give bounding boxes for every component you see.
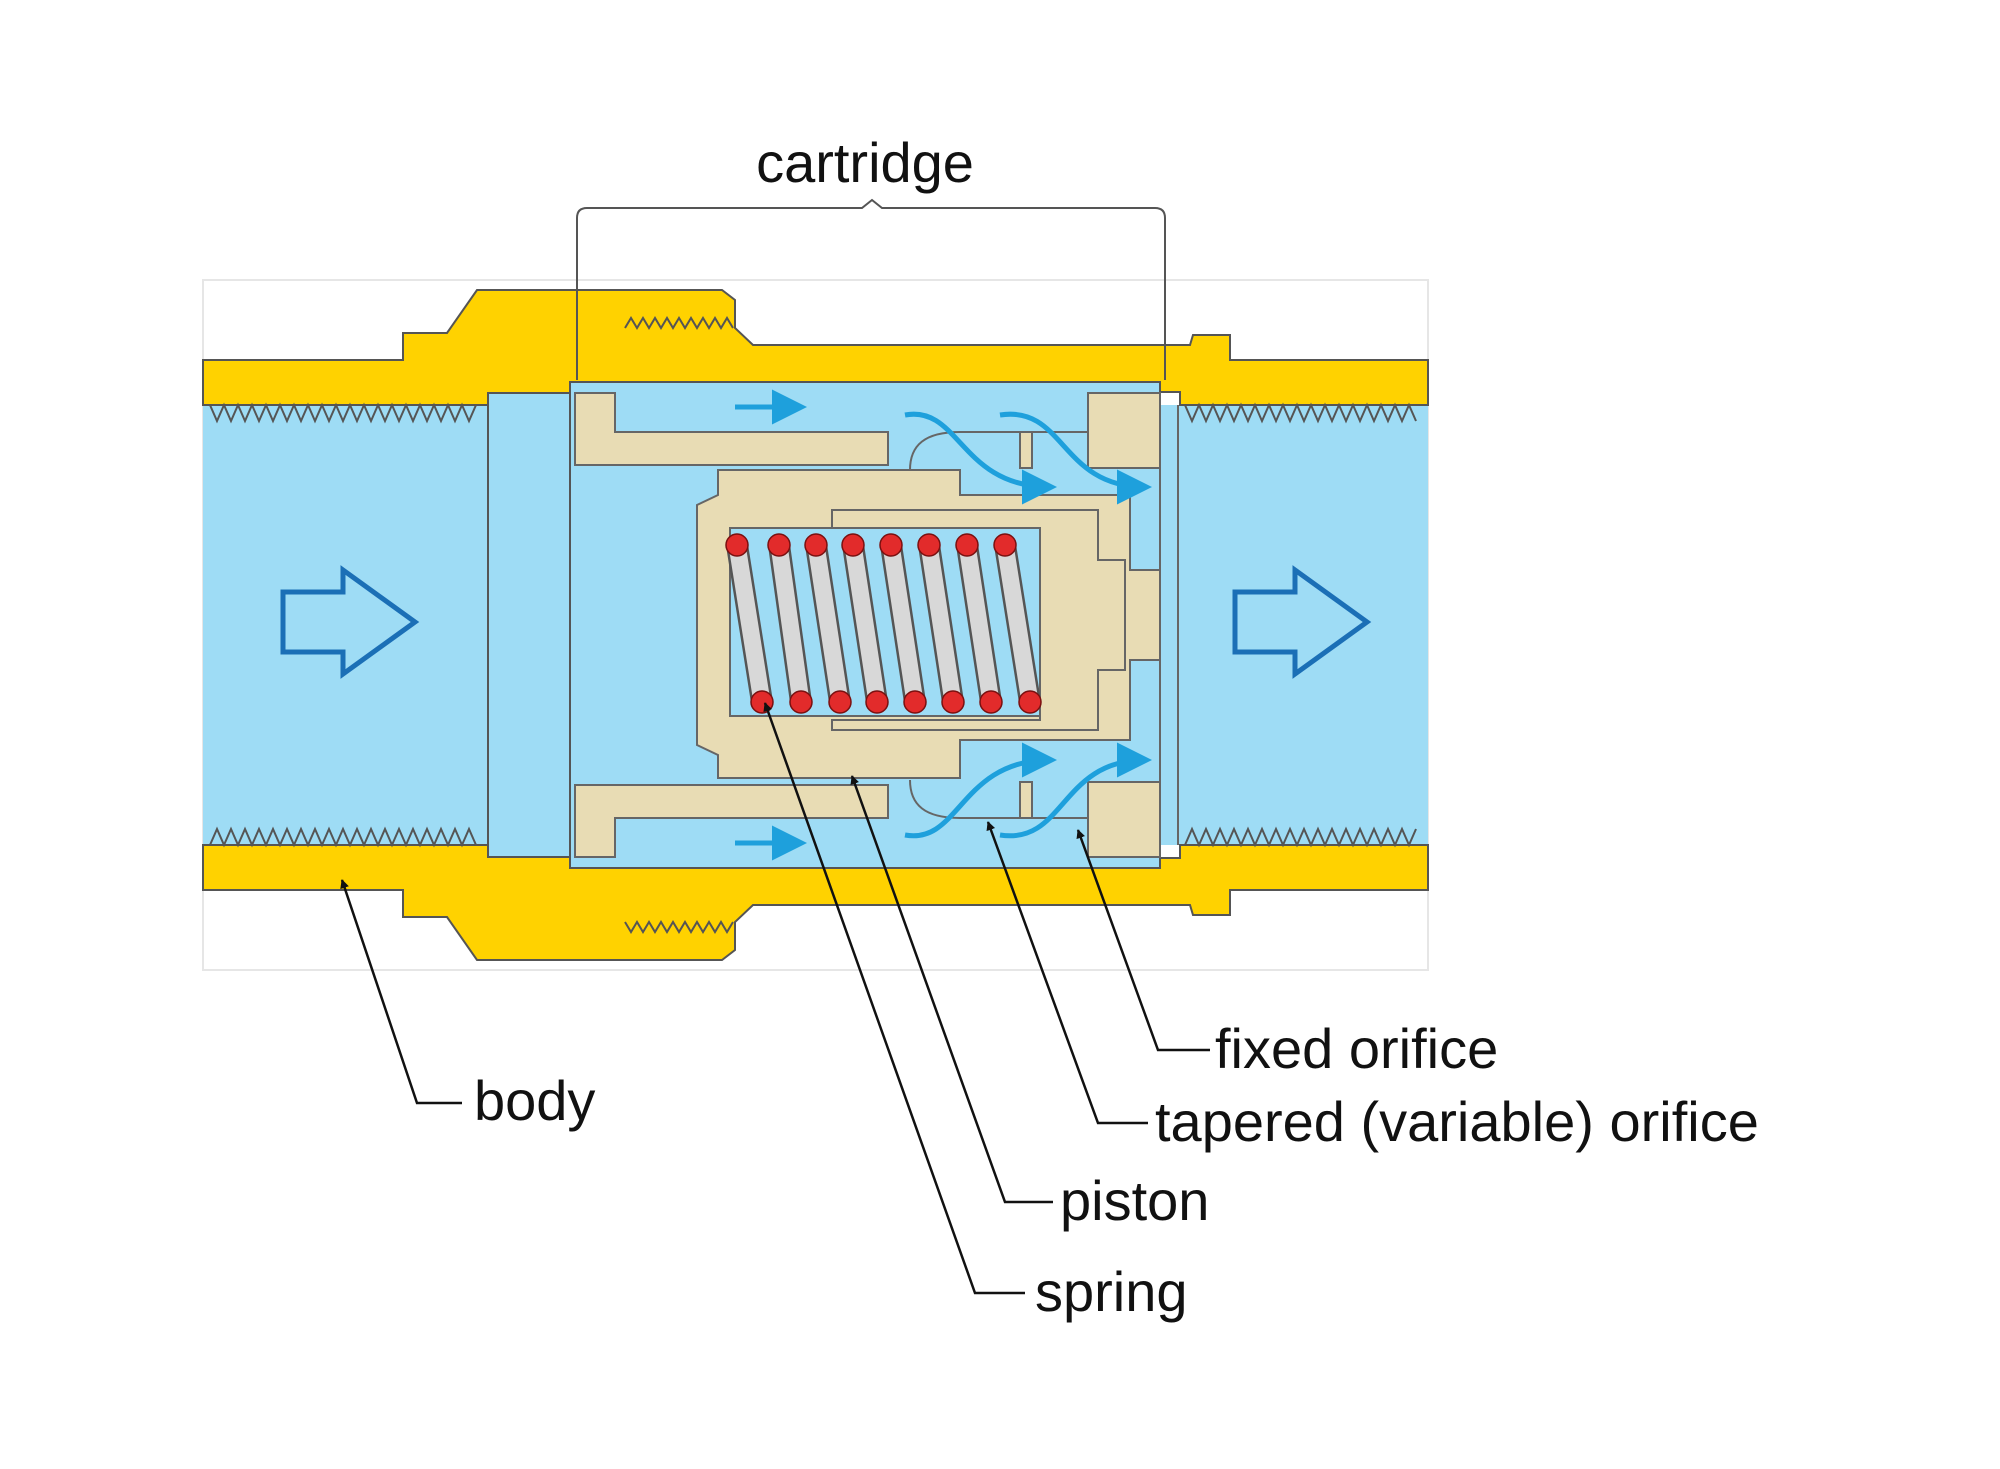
label-piston: piston [1060,1169,1209,1232]
leader-spring [763,702,1025,1295]
label-tapered-orifice: tapered (variable) orifice [1155,1090,1759,1153]
spring-section-dot [828,690,852,714]
spring-coil-face [844,536,886,711]
spring-coil-face [996,536,1039,711]
body-housing [202,289,1429,961]
plunger [831,509,1126,731]
spring-coil-face [807,536,849,711]
spring-section-dot [903,690,927,714]
label-cartridge: cartridge [756,131,974,194]
label-spring: spring [1035,1260,1188,1323]
label-fixed-orifice: fixed orifice [1215,1017,1498,1080]
spring-section-dot [725,533,749,557]
spring-section-dot [789,690,813,714]
leader-body [340,879,462,1105]
spring-coil-face [920,536,962,711]
spring-section-dot [750,690,774,714]
arrow-right-outline-icon [1232,565,1372,679]
leader-tapered-orifice [986,821,1148,1125]
body-top [202,289,1429,406]
spring-coil-face [770,536,810,711]
spring-section-dot [1018,690,1042,714]
spring-section-dot [841,533,865,557]
leader-piston [850,775,1053,1204]
spring-section-dot [941,690,965,714]
spring-section-dot [865,690,889,714]
spring-section-dot [804,533,828,557]
spring-section-dot [917,533,941,557]
small-arrow-icon [904,411,1057,505]
spring-section-dot [879,533,903,557]
spring [725,533,1042,714]
cartridge-inlet-block [487,392,571,858]
cartridge-bracket [576,198,1166,380]
arrow-right-outline-icon [280,565,420,679]
leader-fixed-orifice [1076,829,1210,1052]
body-bottom [202,844,1429,961]
tapered-orifice [909,431,1088,819]
spring-coil-face [728,536,771,711]
leader-lines [340,702,1210,1295]
spring-section-dot [993,533,1017,557]
spring-coil-face [882,536,924,711]
spring-section-dot [979,690,1003,714]
cartridge-sleeves [574,392,889,858]
small-arrow-icon [999,411,1152,505]
label-body: body [474,1069,595,1132]
small-arrow-icon [904,742,1057,839]
spring-section-dot [955,533,979,557]
flow-arrows [735,389,1152,861]
spring-coil-face [958,536,1000,711]
body-threads [209,316,1417,934]
spring-section-dot [767,533,791,557]
small-arrow-icon [999,742,1152,839]
